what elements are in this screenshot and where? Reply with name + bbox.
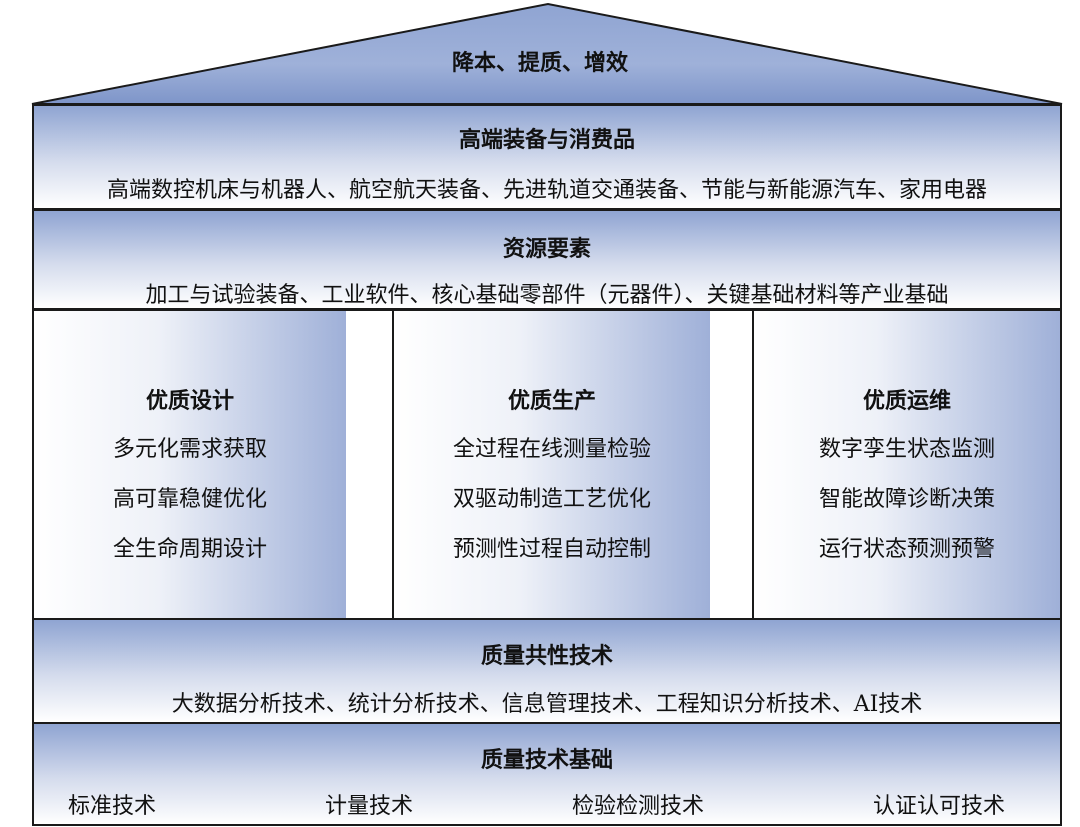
foundation-title: 质量技术基础 [480, 747, 613, 773]
high-end-band: 高端装备与消费品 高端数控机床与机器人、航空航天装备、先进轨道交通装备、节能与新… [32, 104, 1062, 210]
common-tech-title: 质量共性技术 [480, 643, 613, 669]
pillar-design: 优质设计 多元化需求获取 高可靠稳健优化 全生命周期设计 [32, 309, 348, 620]
pillar-operation-item: 智能故障诊断决策 [818, 487, 995, 512]
foundation-item: 认证认可技术 [873, 794, 1006, 819]
roof-title: 降本、提质、增效 [451, 50, 628, 76]
pillar-operation-item: 数字孪生状态监测 [818, 437, 995, 462]
pillar-production-item: 预测性过程自动控制 [452, 537, 651, 562]
pillar-production-title: 优质生产 [507, 388, 596, 414]
pillar-operation-title: 优质运维 [862, 388, 951, 414]
foundation-item: 计量技术 [325, 794, 414, 819]
pillar-operation: 优质运维 数字孪生状态监测 智能故障诊断决策 运行状态预测预警 [752, 309, 1062, 620]
common-tech-content: 大数据分析技术、统计分析技术、信息管理技术、工程知识分析技术、AI技术 [171, 692, 923, 717]
high-end-content: 高端数控机床与机器人、航空航天装备、先进轨道交通装备、节能与新能源汽车、家用电器 [106, 178, 987, 203]
foundation-band: 质量技术基础 [32, 722, 1062, 826]
pillar-design-title: 优质设计 [145, 388, 234, 414]
resources-title: 资源要素 [502, 236, 591, 262]
common-tech-band: 质量共性技术 大数据分析技术、统计分析技术、信息管理技术、工程知识分析技术、AI… [32, 618, 1062, 724]
pillar-production: 优质生产 全过程在线测量检验 双驱动制造工艺优化 预测性过程自动控制 [392, 309, 712, 620]
pillar-production-item: 全过程在线测量检验 [452, 437, 651, 462]
foundation-item: 检验检测技术 [572, 794, 705, 819]
resources-band: 资源要素 加工与试验装备、工业软件、核心基础零部件（元器件）、关键基础材料等产业… [32, 209, 1062, 310]
pillar-operation-item: 运行状态预测预警 [818, 537, 995, 562]
foundation-item: 标准技术 [68, 794, 157, 819]
resources-content: 加工与试验装备、工业软件、核心基础零部件（元器件）、关键基础材料等产业基础 [145, 283, 949, 308]
pillar-design-item: 高可靠稳健优化 [112, 487, 267, 512]
high-end-title: 高端装备与消费品 [458, 127, 635, 153]
pillar-design-item: 全生命周期设计 [112, 537, 267, 562]
pillar-gap [710, 309, 754, 620]
pillar-design-item: 多元化需求获取 [112, 437, 267, 462]
pillar-production-item: 双驱动制造工艺优化 [452, 487, 651, 512]
pillar-gap [346, 309, 394, 620]
